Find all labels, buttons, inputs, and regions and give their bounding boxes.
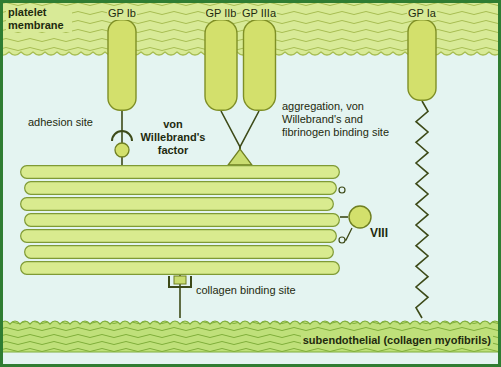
node-label: GP Ib [107,7,137,20]
connector-line [340,216,348,218]
band-fill [0,321,501,352]
circle-shape [348,205,372,229]
fibre-strand [25,182,337,195]
site-label: adhesion site [28,116,108,129]
capsule [108,20,136,111]
node-label: VIII [370,227,388,240]
capsule [408,20,436,101]
fibre-strand [25,246,334,259]
node-label: platelet membrane [6,6,72,32]
node-label: von Willebrand's factor [136,118,210,157]
band-texture [0,321,501,352]
fibre-strand [21,166,340,179]
tissue-band: subendothelial (collagen myofibrils) [0,318,501,352]
glycoprotein: GP Ia [406,3,438,101]
connector-line [416,101,428,318]
adhesion-ball [115,143,129,157]
glycoprotein: GP IIIa [240,3,279,111]
fibre-bundle [20,165,340,275]
adhesion-cup [112,131,132,141]
fibre-strand [21,230,337,243]
node-label: subendothelial (collagen myofibrils) [301,334,493,347]
capsule [205,20,237,111]
site-label: collagen binding site [196,284,316,297]
node-label: GP IIIa [241,7,277,20]
fibre-strand [21,198,334,211]
node-label: GP IIb [205,7,238,20]
capsule [243,20,275,111]
site-label: aggregation, von Willebrand's and fibrin… [282,100,400,139]
capsule-shape [106,19,138,111]
glycoprotein: GP IIb [203,3,239,111]
link-ring [339,237,345,243]
factor-circle: VIII [348,205,372,229]
fibre-strand [25,214,340,227]
collagen-cup [169,276,191,287]
fibre-strand [21,262,340,275]
aggregation-site [228,149,252,165]
capsule-shape [406,19,438,101]
node-label: GP Ia [407,7,437,20]
factor-fibre: von Willebrand's factor [20,165,340,275]
link-ring [339,187,345,193]
collagen-site [174,276,186,284]
factor-ball [349,206,371,228]
capsule-shape [203,19,239,111]
capsule-shape [240,19,279,111]
glycoprotein: GP Ib [106,3,138,111]
